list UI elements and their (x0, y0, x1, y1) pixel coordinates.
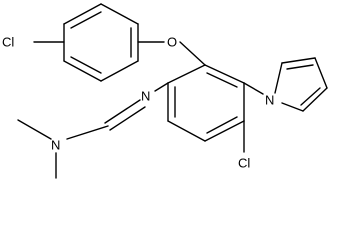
bond-ring-to-pyrrole (243, 82, 264, 95)
double-bond-inner (206, 72, 238, 88)
bond (167, 120, 206, 142)
structure-diagram: Cl O N N N Cl (2, 3, 328, 179)
chlorophenyl-ring (63, 3, 139, 82)
double-bond-inner (206, 116, 238, 134)
bond-ring-to-imine (154, 82, 169, 92)
bond (302, 87, 328, 112)
double-bond-inner (300, 87, 321, 106)
pyrrole-ring (274, 57, 328, 112)
bond-methyl-upper (17, 119, 52, 140)
bond-imine-double-b (109, 106, 146, 131)
double-bond-inner (286, 64, 314, 70)
bond (204, 120, 245, 142)
bond-ether-right (179, 41, 206, 66)
bond (100, 3, 139, 25)
double-bond-inner (70, 56, 102, 74)
central-benzene-ring (167, 64, 245, 142)
atom-label-n-imine: N (141, 89, 150, 104)
double-bond-inner (70, 11, 102, 29)
bond (100, 60, 139, 82)
molecule-svg: Cl O N N N Cl (2, 3, 328, 179)
atom-label-cl-top: Cl (2, 35, 14, 50)
bond (314, 57, 328, 89)
bond (204, 64, 245, 84)
bond (63, 3, 102, 25)
atom-label-cl-bottom: Cl (238, 156, 250, 171)
bond (274, 62, 283, 94)
bond (281, 102, 304, 112)
bond (167, 64, 206, 84)
bond (281, 57, 316, 64)
atom-label-o: O (167, 35, 177, 50)
atom-label-n-dimethyl: N (51, 138, 60, 153)
bond-ch-to-nme2 (66, 125, 109, 140)
bond (63, 60, 102, 82)
atom-label-n-pyrrole: N (265, 93, 274, 108)
bond-imine-double-a (104, 99, 141, 124)
